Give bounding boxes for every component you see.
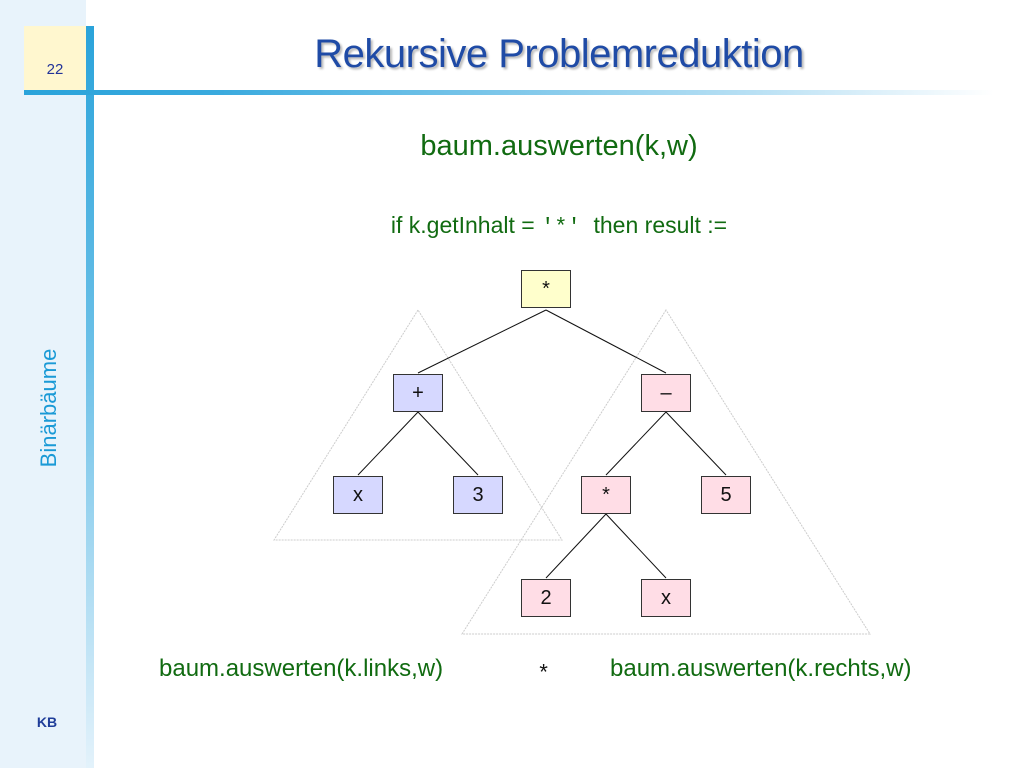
edge-root-left — [417, 309, 547, 374]
multiply-operator: * — [537, 662, 551, 687]
if-suffix: then result := — [580, 212, 728, 238]
slide-title: Rekursive Problemreduktion — [314, 32, 804, 76]
edge-star-2 — [545, 513, 607, 579]
edge-minus-star — [605, 411, 667, 476]
method-heading: baum.auswerten(k,w) — [420, 130, 698, 162]
page-number-box: 22 — [24, 26, 86, 90]
tree-node-x-right: x — [641, 579, 691, 617]
tree-node-star: * — [581, 476, 631, 514]
edge-minus-5 — [665, 411, 727, 476]
tree-node-3: 3 — [453, 476, 503, 514]
tree-node-plus: + — [393, 374, 443, 412]
tree-node-5: 5 — [701, 476, 751, 514]
tree-node-x-left: x — [333, 476, 383, 514]
right-recursive-call: baum.auswerten(k.rechts,w) — [610, 655, 912, 682]
title-rule — [24, 90, 994, 95]
edge-plus-3 — [417, 411, 479, 476]
sidebar — [0, 0, 86, 768]
tree-node-2: 2 — [521, 579, 571, 617]
page-number: 22 — [46, 61, 64, 78]
if-condition-line: if k.getInhalt = '*' then result := — [94, 212, 1024, 240]
edge-root-right — [545, 309, 667, 374]
edge-plus-x — [357, 411, 419, 476]
footer-logo: KB — [36, 714, 58, 730]
if-prefix: if k.getInhalt = — [390, 212, 542, 238]
tree-node-minus: – — [641, 374, 691, 412]
sidebar-divider — [86, 26, 94, 768]
edge-star-x — [605, 513, 667, 579]
right-subtree-triangle — [461, 309, 871, 635]
tree-node-root: * — [521, 270, 571, 308]
left-subtree-triangle — [273, 309, 563, 541]
left-recursive-call: baum.auswerten(k.links,w) — [159, 655, 444, 682]
if-code: '*' — [541, 215, 581, 240]
